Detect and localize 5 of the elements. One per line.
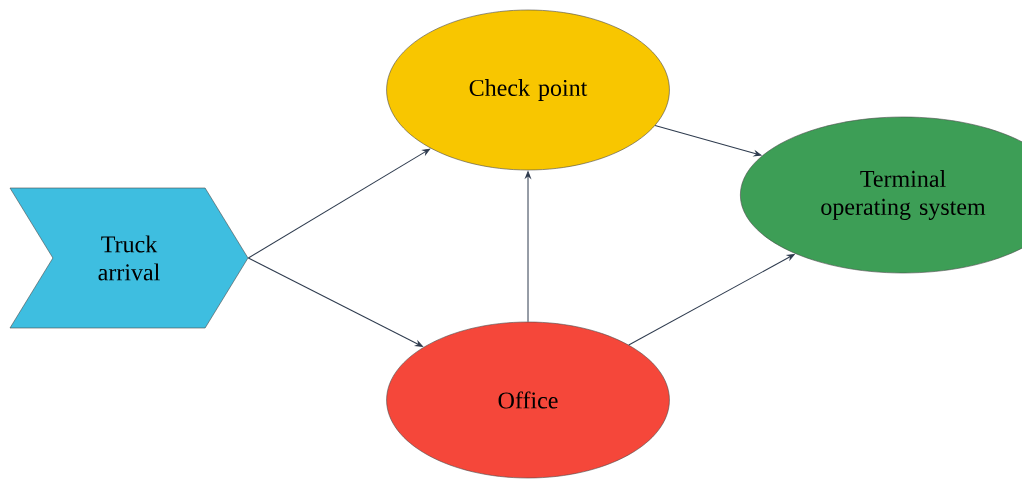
arrow — [525, 171, 531, 323]
arrow — [247, 148, 431, 259]
arrow — [654, 125, 762, 157]
arrow — [247, 257, 423, 347]
arrow — [628, 253, 795, 346]
